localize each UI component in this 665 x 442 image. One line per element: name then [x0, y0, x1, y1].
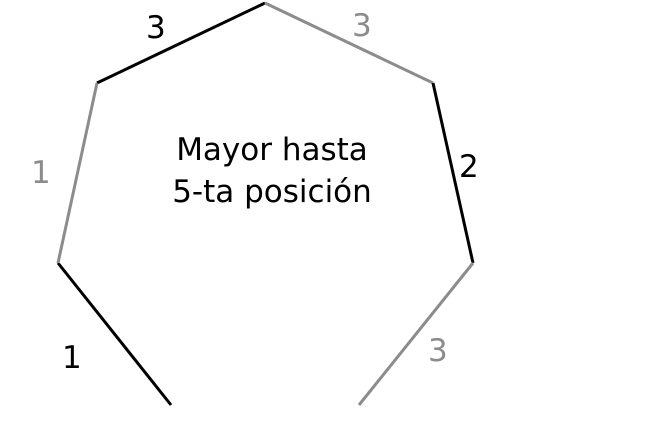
edge-right-lower: [357, 262, 475, 406]
edge-left-upper: [56, 82, 99, 264]
edge-top-right: [264, 1, 434, 85]
center-text-line-1: Mayor hasta: [176, 132, 368, 168]
center-text-line-2: 5-ta posición: [172, 174, 372, 210]
edge-label-top-right: 3: [352, 8, 372, 44]
edge-label-left-lower: 1: [62, 340, 82, 376]
edge-label-right-lower: 3: [428, 333, 448, 369]
edge-label-top-left: 3: [146, 10, 166, 46]
edge-top-left: [96, 1, 266, 85]
edge-label-right-upper: 2: [459, 149, 479, 185]
edge-label-left-upper: 1: [31, 155, 51, 191]
edge-left-lower: [56, 262, 173, 406]
edge-right-upper: [431, 82, 475, 264]
